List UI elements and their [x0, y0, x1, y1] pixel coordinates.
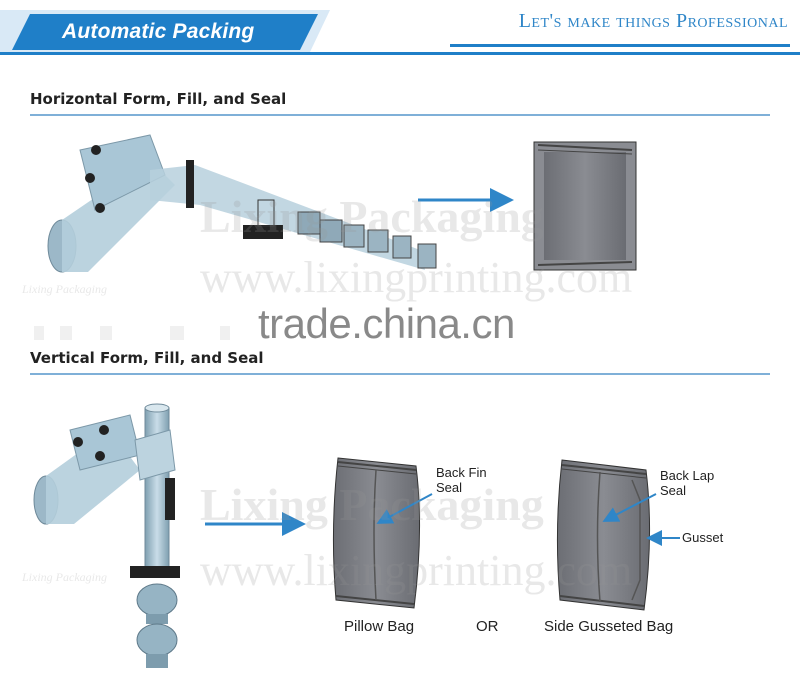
back-lap-label: Back Lap	[660, 468, 715, 483]
horizontal-divider	[30, 114, 770, 116]
banner-slogan: Let's make things Professional	[518, 10, 788, 32]
horizontal-bag	[533, 141, 637, 271]
or-caption: OR	[476, 618, 499, 635]
watermark-logo-bottom: Lixing Packaging	[22, 570, 107, 584]
horizontal-machine	[47, 134, 437, 273]
pillow-bag-caption: Pillow Bag	[344, 618, 415, 635]
watermark-logo-top: Lixing Packaging	[22, 282, 107, 296]
side-gusseted-caption: Side Gusseted Bag	[544, 618, 674, 635]
back-fin-label: Back Fin	[436, 465, 487, 480]
side-gusseted-bag	[556, 459, 680, 611]
banner-title: Automatic Packing	[62, 20, 255, 43]
watermark-url-bottom: www.lixingprinting.com	[200, 546, 633, 595]
vertical-divider	[30, 373, 770, 375]
back-lap-seal-label: Seal	[660, 483, 687, 498]
horizontal-section-title: Horizontal Form, Fill, and Seal	[30, 90, 287, 108]
watermark-tradechina: trade.china.cn	[258, 300, 515, 347]
watermark-brand-top: Lixing Packaging	[200, 191, 544, 242]
back-fin-seal-label: Seal	[436, 480, 463, 495]
vertical-machine	[33, 403, 180, 668]
header-banner: Automatic Packing Let's make things Prof…	[0, 0, 800, 60]
gusset-label: Gusset	[682, 530, 724, 545]
banner-shape	[0, 10, 800, 55]
vertical-section-title: Vertical Form, Fill, and Seal	[30, 349, 264, 367]
pillow-bag	[332, 457, 433, 609]
watermark-url-top: www.lixingprinting.com	[200, 253, 633, 302]
watermark-brand-bottom: Lixing Packaging	[200, 479, 544, 530]
decorative-stripes	[34, 326, 230, 340]
